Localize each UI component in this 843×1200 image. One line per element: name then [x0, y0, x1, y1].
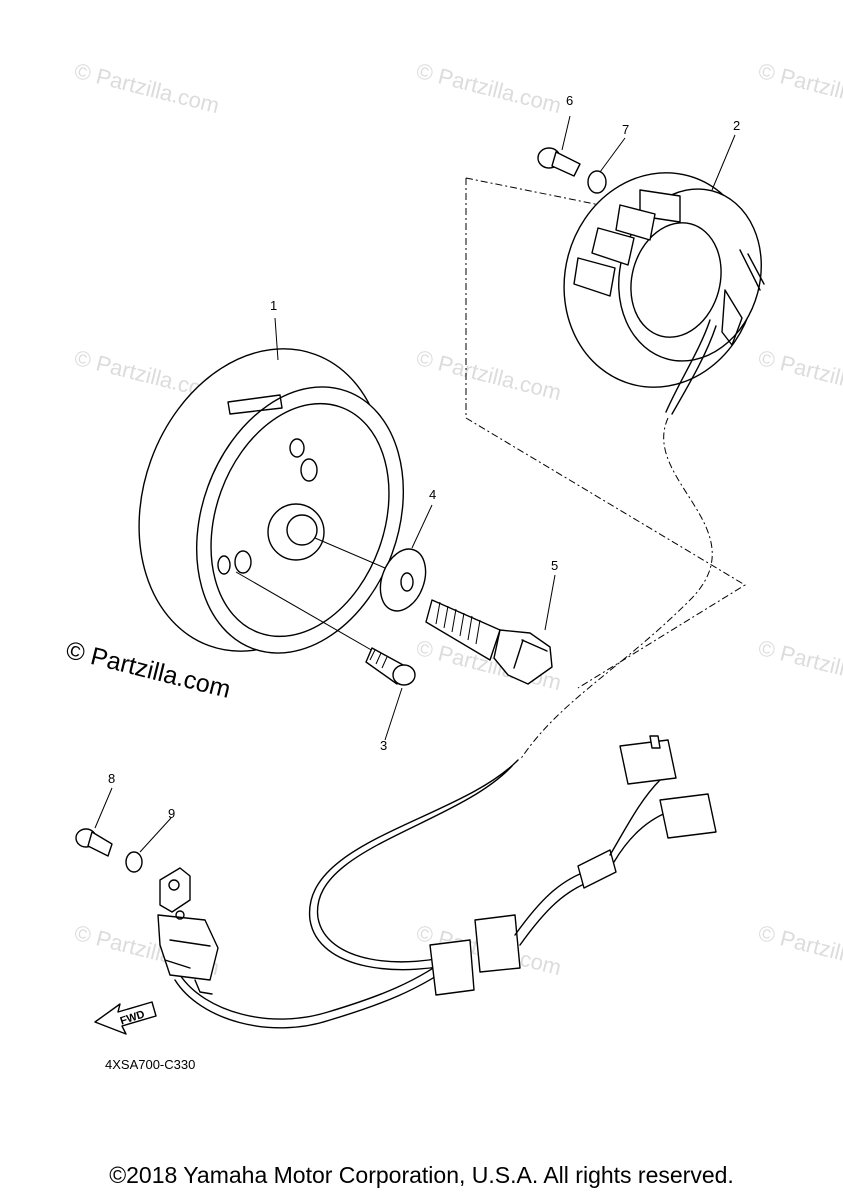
diagram-code: 4XSA700-C330: [105, 1057, 196, 1072]
callout-7: 7: [622, 122, 630, 137]
leader-line: [274, 317, 279, 361]
callout-8: 8: [108, 771, 116, 786]
flange-bolt: [425, 599, 553, 685]
leader-line: [384, 687, 403, 741]
callout-1: 1: [270, 298, 278, 313]
pickup-coil: [157, 867, 219, 995]
washer: [379, 548, 427, 612]
screw: [75, 828, 113, 857]
callout-5: 5: [551, 558, 559, 573]
assembly-frame-line: [465, 178, 746, 689]
callout-4: 4: [429, 487, 437, 502]
washer: [587, 170, 607, 194]
leader-line: [599, 137, 626, 173]
screw: [365, 647, 416, 686]
wire-path: [519, 417, 713, 761]
washer: [125, 851, 143, 873]
screw: [537, 147, 581, 177]
explode-line: [314, 537, 386, 569]
callout-6: 6: [566, 93, 574, 108]
fwd-arrow-icon: [94, 1001, 157, 1035]
assembly-frame-line: [465, 177, 601, 206]
leader-line: [139, 817, 172, 853]
leader-line: [561, 115, 571, 151]
leader-line: [94, 787, 113, 829]
leader-line: [711, 134, 736, 191]
stator: [563, 172, 765, 415]
callout-9: 9: [168, 806, 176, 821]
wire-harness: [174, 735, 717, 1029]
callout-3: 3: [380, 738, 388, 753]
leader-line: [411, 504, 433, 549]
flywheel-rotor: [138, 348, 405, 654]
explode-line: [235, 571, 381, 656]
callout-2: 2: [733, 118, 741, 133]
copyright-notice: ©2018 Yamaha Motor Corporation, U.S.A. A…: [109, 1162, 734, 1188]
leader-line: [544, 574, 556, 631]
